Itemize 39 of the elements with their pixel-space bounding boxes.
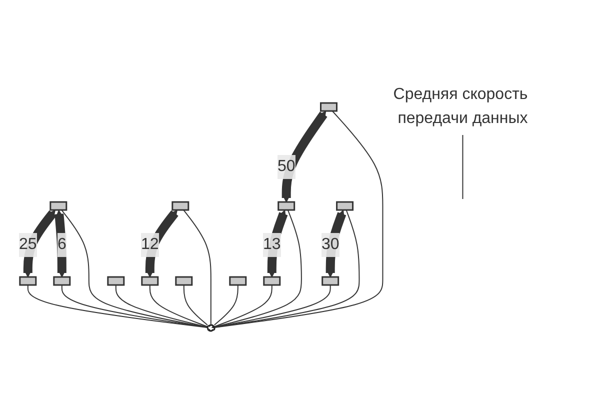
connector	[150, 284, 208, 327]
node-box	[320, 102, 338, 112]
node-box	[107, 276, 125, 286]
arrow	[54, 210, 67, 277]
connector	[214, 284, 331, 328]
edge-label: 12	[141, 236, 159, 253]
node-box	[336, 200, 354, 210]
edge-label: 50	[278, 158, 296, 175]
connector	[28, 284, 208, 328]
connector	[214, 284, 273, 327]
edge-label: 30	[322, 236, 340, 253]
connector	[214, 110, 384, 328]
node-box	[19, 276, 37, 286]
edge-label: 25	[19, 236, 37, 253]
arrow	[24, 209, 56, 277]
connector	[183, 209, 212, 325]
node-box	[175, 276, 193, 286]
arrow	[282, 110, 328, 202]
node-box	[278, 200, 296, 210]
edge-label: 13	[263, 236, 281, 253]
node-box	[229, 276, 247, 286]
node-box	[141, 276, 159, 286]
arrow	[268, 209, 288, 277]
arrow	[146, 209, 178, 277]
node-cloud	[206, 324, 216, 332]
connector	[184, 284, 208, 325]
connector	[214, 284, 239, 325]
connector	[61, 209, 208, 328]
node-box	[322, 276, 340, 286]
edge-label: 6	[58, 236, 66, 253]
node-box	[53, 276, 71, 286]
node-box	[172, 200, 190, 210]
node-text: Средняя скорость передачи данных	[393, 86, 528, 127]
node-box	[263, 276, 281, 286]
connector	[214, 209, 302, 328]
connector	[462, 134, 464, 199]
connector	[62, 284, 208, 328]
node-box	[50, 200, 68, 210]
connector	[116, 284, 208, 328]
